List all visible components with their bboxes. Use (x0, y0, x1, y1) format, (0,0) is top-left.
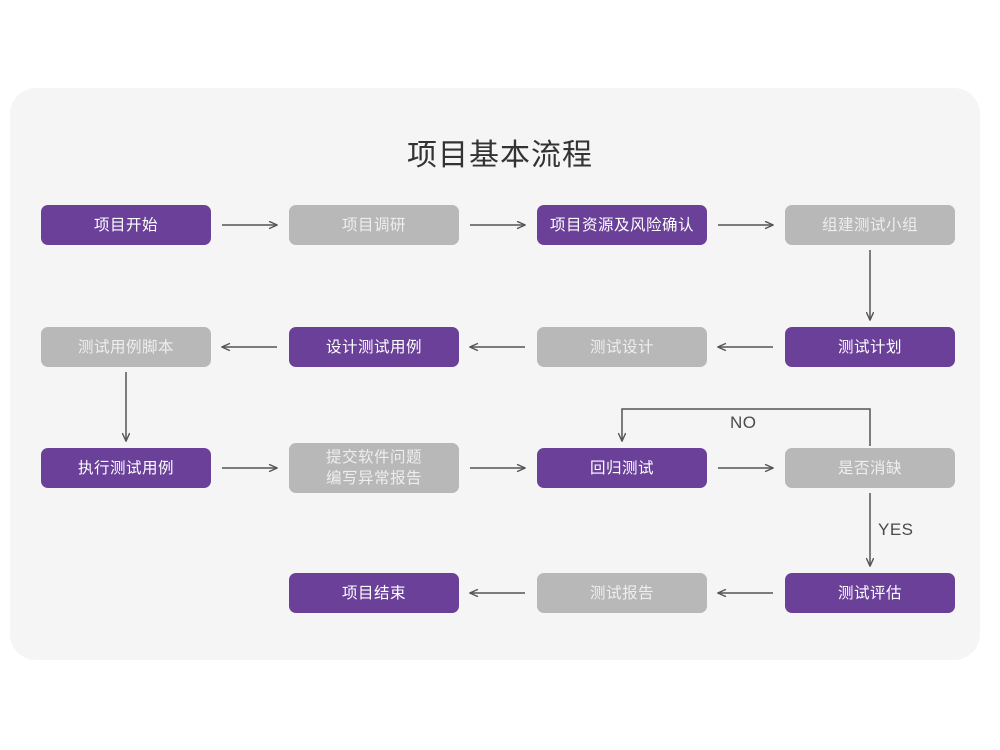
flow-node-label: 测试用例脚本 (77, 337, 174, 356)
flow-node-label: 测试报告 (589, 583, 654, 602)
flow-node-label: 项目开始 (93, 215, 158, 234)
flow-node-label: 测试评估 (837, 583, 902, 602)
flow-node-n11[interactable]: 回归测试 (537, 448, 707, 488)
flow-node-label: 测试计划 (837, 337, 902, 356)
flow-node-n15[interactable]: 测试评估 (785, 573, 955, 613)
flow-node-label: 组建测试小组 (821, 215, 918, 234)
page-title: 项目基本流程 (407, 138, 593, 173)
flow-node-label: 测试设计 (589, 337, 654, 356)
flow-node-label: 项目调研 (341, 215, 406, 234)
flow-node-n4[interactable]: 组建测试小组 (785, 205, 955, 245)
edge-label-no: NO (730, 413, 757, 432)
flow-node-label: 回归测试 (589, 458, 654, 477)
flow-node-n7[interactable]: 测试设计 (537, 327, 707, 367)
flowchart-card (10, 88, 980, 660)
flow-node-n9[interactable]: 执行测试用例 (41, 448, 211, 488)
flow-node-label: 项目结束 (341, 583, 406, 602)
flow-node-n6[interactable]: 设计测试用例 (289, 327, 459, 367)
flow-node-label: 提交软件问题 编写异常报告 (325, 448, 422, 487)
flow-node-n12[interactable]: 是否消缺 (785, 448, 955, 488)
flow-node-n5[interactable]: 测试用例脚本 (41, 327, 211, 367)
flow-node-label: 执行测试用例 (77, 458, 174, 477)
flow-node-label: 是否消缺 (837, 458, 902, 477)
flow-node-n8[interactable]: 测试计划 (785, 327, 955, 367)
flow-node-n13[interactable]: 项目结束 (289, 573, 459, 613)
flow-node-label: 项目资源及风险确认 (549, 215, 694, 234)
flow-node-n1[interactable]: 项目开始 (41, 205, 211, 245)
flow-node-label: 设计测试用例 (325, 337, 422, 356)
flow-node-n14[interactable]: 测试报告 (537, 573, 707, 613)
flow-node-n10[interactable]: 提交软件问题 编写异常报告 (289, 443, 459, 493)
flow-node-n3[interactable]: 项目资源及风险确认 (537, 205, 707, 245)
flow-node-n2[interactable]: 项目调研 (289, 205, 459, 245)
edge-label-yes: YES (878, 520, 914, 539)
